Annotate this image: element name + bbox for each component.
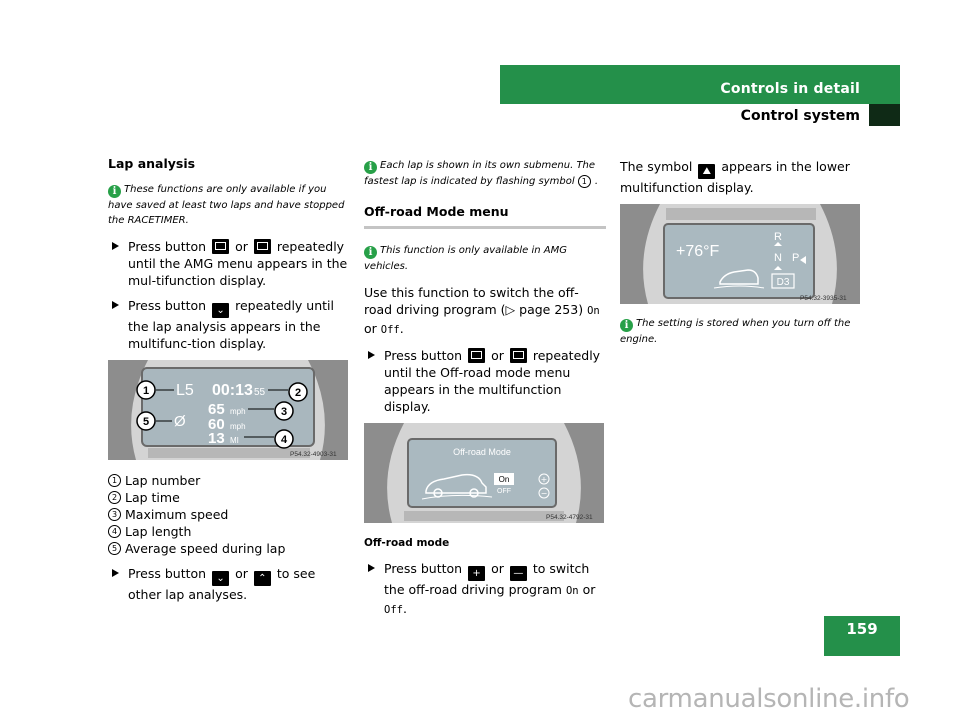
section-title: Controls in detail <box>720 81 860 97</box>
bullet-arrow-icon <box>368 351 375 359</box>
offroad-description: Use this function to switch the off-road… <box>364 285 600 336</box>
step-lap-analysis: Press button ⌄ repeatedly until the lap … <box>108 297 350 352</box>
header-marker <box>869 104 900 126</box>
menu-up-button-icon <box>468 348 486 363</box>
heading-lap-analysis: Lap analysis <box>108 156 196 171</box>
menu-down-button-icon <box>253 239 271 254</box>
callout-5: 5 <box>136 411 156 431</box>
bullet-arrow-icon <box>368 564 375 572</box>
info-icon: i <box>620 319 633 332</box>
plus-icon: + <box>541 475 548 484</box>
step-other-analyses: Press button ⌄ or ⌃ to see other lap ana… <box>108 565 350 603</box>
section-header-bar: Controls in detail <box>500 65 900 104</box>
figure-code: P54.32-4903-31 <box>290 451 337 458</box>
callout-3: 3 <box>274 401 294 421</box>
menu-down-button-icon <box>509 348 527 363</box>
speed-unit-2: mph <box>230 422 246 431</box>
callout-1: 1 <box>136 380 156 400</box>
bullet-arrow-icon <box>112 242 119 250</box>
gear-n: N <box>774 252 782 264</box>
figure-caption: Off-road mode <box>364 537 450 549</box>
svg-text:3: 3 <box>281 406 287 418</box>
minus-icon: − <box>541 489 548 498</box>
figure-code: P54.32-4792-31 <box>546 514 593 521</box>
gear-r: R <box>774 231 782 243</box>
info-icon: i <box>364 246 377 259</box>
step-open-amg-menu: Press button or repeatedly until the AMG… <box>108 238 350 289</box>
page-number-box: 159 <box>824 616 900 656</box>
arrow-down-button-icon: ⌄ <box>212 303 230 318</box>
symbol-description: The symbol ⛰ appears in the lower multif… <box>620 159 850 195</box>
watermark: carmanualsonline.info <box>628 684 910 714</box>
offroad-vehicle-icon <box>719 269 759 285</box>
svg-text:4: 4 <box>281 434 288 446</box>
menu-up-button-icon <box>212 239 230 254</box>
offroad-on-label: On <box>499 475 510 484</box>
offroad-vehicle-icon <box>425 473 487 494</box>
gear-d: D3 <box>777 277 790 288</box>
callout-2: 2 <box>288 382 308 402</box>
column-3: The symbol ⛰ appears in the lower multif… <box>620 158 862 357</box>
length-unit: MI <box>230 436 239 445</box>
arrow-down-button-icon: ⌄ <box>212 571 230 586</box>
avg-speed-value: 60 <box>208 416 225 433</box>
svg-text:1: 1 <box>143 385 149 397</box>
figure-lap-analysis: L5 00:13 55 Ø 65 mph 60 mph 13 MI 1 5 <box>108 360 350 464</box>
callout-4: 4 <box>274 429 294 449</box>
step-open-offroad-menu: Press button or repeatedly until the Off… <box>364 347 606 415</box>
svg-text:5: 5 <box>143 416 149 428</box>
info-icon: i <box>108 185 121 198</box>
lap-length-value: 13 <box>208 430 225 447</box>
max-speed-value: 65 <box>208 401 225 418</box>
subsection-title: Control system <box>740 108 860 124</box>
offroad-symbol-icon: ⛰ <box>698 164 716 179</box>
minus-button-icon: — <box>509 566 527 581</box>
page-ref-arrow-icon: ▷ <box>505 302 520 317</box>
temperature-value: +76°F <box>676 243 720 260</box>
figure-offroad-mode: Off-road Mode On OFF + − P54.32-4792-31 <box>364 423 606 527</box>
offroad-off-label: OFF <box>497 488 511 495</box>
bullet-arrow-icon <box>112 569 119 577</box>
speed-unit: mph <box>230 407 246 416</box>
heading-offroad-menu: Off-road Mode menu <box>364 203 606 229</box>
svg-text:2: 2 <box>295 387 301 399</box>
lap-time-hundredths: 55 <box>254 387 266 398</box>
lap-number-value: L5 <box>176 382 194 399</box>
gear-p: P <box>792 252 799 264</box>
step-switch-offroad: Press button + or — to switch the off-ro… <box>364 560 606 619</box>
offroad-menu-title: Off-road Mode <box>453 447 511 457</box>
page-number: 159 <box>846 620 878 638</box>
bullet-arrow-icon <box>112 301 119 309</box>
lap-time-value: 00:13 <box>212 382 253 399</box>
plus-button-icon: + <box>468 566 486 581</box>
figure-code: P54.32-3935-31 <box>800 295 847 302</box>
info-icon: i <box>364 161 377 174</box>
arrow-up-button-icon: ⌃ <box>253 571 271 586</box>
figure-lower-display: +76°F R N P D3 P54.32-3935-31 <box>620 204 862 308</box>
average-symbol: Ø <box>174 413 186 430</box>
